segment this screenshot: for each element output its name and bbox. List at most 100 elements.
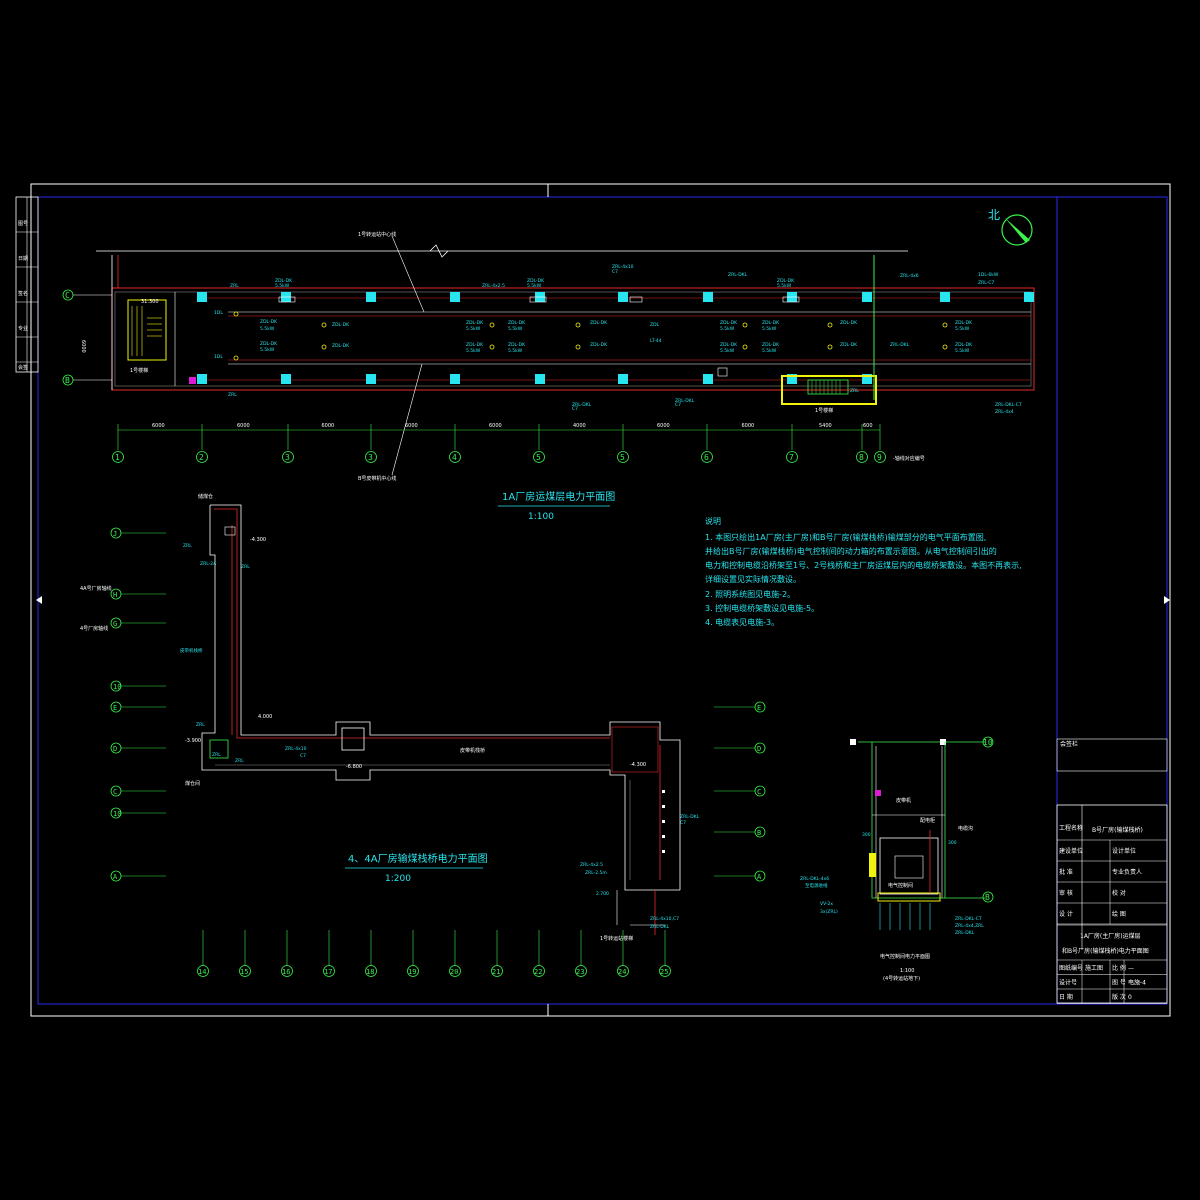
right-row-bubble-2 (754, 785, 766, 797)
bottom-axis-bubble-2 (281, 965, 293, 977)
left-row-label-1: H (113, 591, 117, 599)
svg-text:ZDL-DK: ZDL-DK (260, 341, 278, 347)
stair-1-symbol (127, 299, 167, 361)
plan3-axis-right: B (985, 893, 990, 902)
svg-text:ZRL-DKL: ZRL-DKL (650, 924, 670, 930)
svg-text:300: 300 (862, 832, 871, 838)
row-c-bubble: C (65, 291, 70, 300)
svg-text:ZDL-DK: ZDL-DK (720, 342, 738, 348)
svg-text:ZRL-DKL: ZRL-DKL (728, 272, 748, 278)
svg-text:ZRL-DKL: ZRL-DKL (572, 402, 592, 408)
plan3-title: 电气控制间电力平面图 (880, 953, 930, 960)
left-row-bubble-4 (110, 701, 122, 713)
svg-text:300: 300 (948, 840, 957, 846)
tb-bottom-cell-2-3: 0 (1128, 994, 1132, 1001)
svg-text:LT-44: LT-44 (650, 338, 662, 344)
span-label-3: 6000 (405, 423, 418, 429)
svg-text:ZDL-DK: ZDL-DK (508, 320, 526, 326)
svg-text:5.5kW: 5.5kW (260, 347, 275, 353)
svg-text:ZDL-DK: ZDL-DK (590, 320, 608, 326)
note-3: 详细设置见实际情况敷设。 (705, 574, 801, 584)
plan3-label-b: 电缆沟 (958, 825, 973, 832)
note-2: 电力和控制电缆沿桥架至1号、2号栈桥和主厂房运煤层内的电缆桥架敷设。本图不再表示… (705, 560, 1022, 570)
svg-text:ZRL: ZRL (241, 564, 250, 570)
axis-label-5: 5 (536, 453, 541, 462)
axis-bubble-10 (874, 451, 886, 463)
axis-note: -轴线对应编号 (893, 455, 925, 462)
svg-text:ZRL: ZRL (230, 283, 239, 289)
plan3-subtitle: (4号转运站地下) (883, 975, 920, 982)
notes: 说明 1. 本图只绘出1A厂房(主厂房)和B号厂房(输煤栈桥)输煤部分的电气平面… (705, 516, 1022, 627)
span-label-9: 600 (863, 423, 873, 429)
svg-text:5.5kW: 5.5kW (777, 283, 792, 289)
right-row-label-2: C (757, 788, 761, 796)
stair-2-label: 1号楼梯 (815, 407, 833, 414)
strip-label-4: 会签 (18, 364, 28, 371)
svg-text:ZDL-DK: ZDL-DK (762, 320, 780, 326)
right-row-bubble-1 (754, 742, 766, 754)
elev-2: -3.900 (185, 738, 201, 744)
bottom-axis-bubble-1 (239, 965, 251, 977)
svg-text:2.700: 2.700 (596, 891, 609, 897)
tb-cell-1-2: 专业负责人 (1112, 868, 1142, 876)
right-row-label-0: E (757, 704, 761, 712)
svg-text:C7: C7 (612, 269, 618, 275)
title-block-rows: 建设单位设计单位批 准专业负责人审 核校 对设 计绘 图 (1057, 840, 1167, 925)
svg-text:1DL: 1DL (214, 354, 223, 360)
bottom-axis-bubble-9 (575, 965, 587, 977)
axis-label-4: 4 (452, 453, 457, 462)
project-name: B号厂房(输煤栈桥) (1092, 826, 1143, 834)
svg-text:ZDL-DK: ZDL-DK (590, 342, 608, 348)
notes-heading: 说明 (705, 516, 721, 526)
note-0: 1. 本图只绘出1A厂房(主厂房)和B号厂房(输煤栈桥)输煤部分的电气平面布置图… (705, 532, 986, 542)
svg-text:ZRL: ZRL (850, 388, 859, 394)
svg-text:ZDL-DK: ZDL-DK (955, 342, 973, 348)
left-row-label-7: 10 (113, 810, 121, 818)
right-row-label-4: A (757, 873, 762, 881)
svg-text:ZDL-DK: ZDL-DK (260, 319, 278, 325)
plan3-label-a: 皮带机 (896, 797, 911, 804)
left-row-bubble-2 (110, 617, 122, 629)
elev-4: 4.000 (258, 714, 272, 720)
tb-bottom-cell-0-1: 施工图 (1085, 964, 1103, 972)
svg-text:5.5kW: 5.5kW (762, 348, 777, 354)
plan3-axis-top: 10 (983, 738, 993, 747)
row-b-bubble: B (65, 376, 70, 385)
svg-text:ZRL-4x2.5: ZRL-4x2.5 (580, 862, 603, 868)
svg-text:ZDL-DK: ZDL-DK (777, 278, 795, 284)
tb-cell-0-2: 设计单位 (1112, 847, 1136, 855)
svg-text:1DL: 1DL (214, 310, 223, 316)
axis-b-label: 1号转运站中心线 (358, 231, 396, 238)
bottom-axis-bubble-5 (407, 965, 419, 977)
tb-bottom-cell-0-3: — (1128, 965, 1134, 972)
strip-label-3: 专业 (18, 325, 28, 332)
svg-text:ZDL-DK: ZDL-DK (840, 342, 858, 348)
svg-text:5.5kW: 5.5kW (260, 326, 275, 332)
tb-bottom-cell-1-3: 电施-4 (1128, 979, 1146, 987)
svg-text:5.5kW: 5.5kW (275, 283, 290, 289)
svg-text:ZDL-DK: ZDL-DK (955, 320, 973, 326)
bridge-label: 皮带机栈桥 (460, 747, 485, 754)
svg-text:ZRL-4x6: ZRL-4x6 (900, 273, 919, 279)
bottom-axis-bubble-6 (449, 965, 461, 977)
left-row-label-4: E (113, 704, 117, 712)
bottom-axis-label-4: 18 (366, 968, 374, 976)
svg-text:ZRL-DKL: ZRL-DKL (955, 930, 975, 936)
plan1-dim: 6000 (80, 340, 86, 353)
left-strip: 图号 日期 签名 专业 会签 (15, 196, 39, 373)
side-note-1: 4A号厂房轴线 (80, 585, 112, 592)
plan2-title: 4、4A厂房输煤栈桥电力平面图 (348, 852, 488, 865)
bottom-axis-bubble-8 (533, 965, 545, 977)
tb-bottom-cell-2-0: 日 期 (1059, 993, 1073, 1001)
tb-bottom-cell-1-2: 图 号 (1112, 980, 1126, 987)
axis-bubble-9 (856, 451, 868, 463)
svg-text:ZDL-DK: ZDL-DK (762, 342, 780, 348)
bottom-axis-bubble-4 (365, 965, 377, 977)
center-mark-left (36, 596, 42, 604)
bottom-axis-bubble-10 (617, 965, 629, 977)
svg-text:5.5kW: 5.5kW (955, 326, 970, 332)
tb-bottom-cell-0-0: 图纸编号 (1059, 964, 1083, 972)
